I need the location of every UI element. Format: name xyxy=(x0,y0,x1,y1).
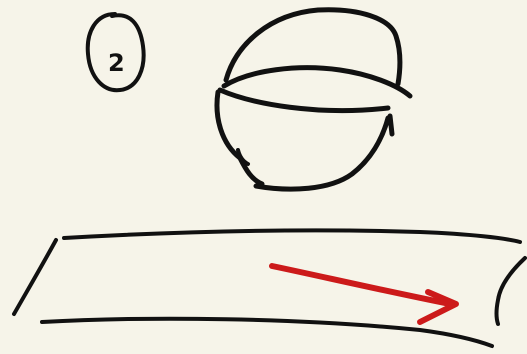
surface-top-edge xyxy=(64,230,520,242)
arrow-shaft xyxy=(272,266,450,304)
arrow-right-icon xyxy=(272,266,456,322)
step-number-label: 2 xyxy=(108,49,125,77)
bowl-right-tick xyxy=(390,116,392,134)
bowl-left-side xyxy=(217,92,262,184)
step-number-badge: 2 xyxy=(88,14,144,90)
surface-right-edge xyxy=(497,258,526,324)
bowl-rim-front xyxy=(220,90,388,111)
surface-icon xyxy=(14,230,525,346)
bowl-bottom xyxy=(256,118,388,189)
bowl-icon xyxy=(217,10,410,189)
bowl-rim-top xyxy=(224,68,410,96)
surface-left-edge xyxy=(14,240,56,314)
